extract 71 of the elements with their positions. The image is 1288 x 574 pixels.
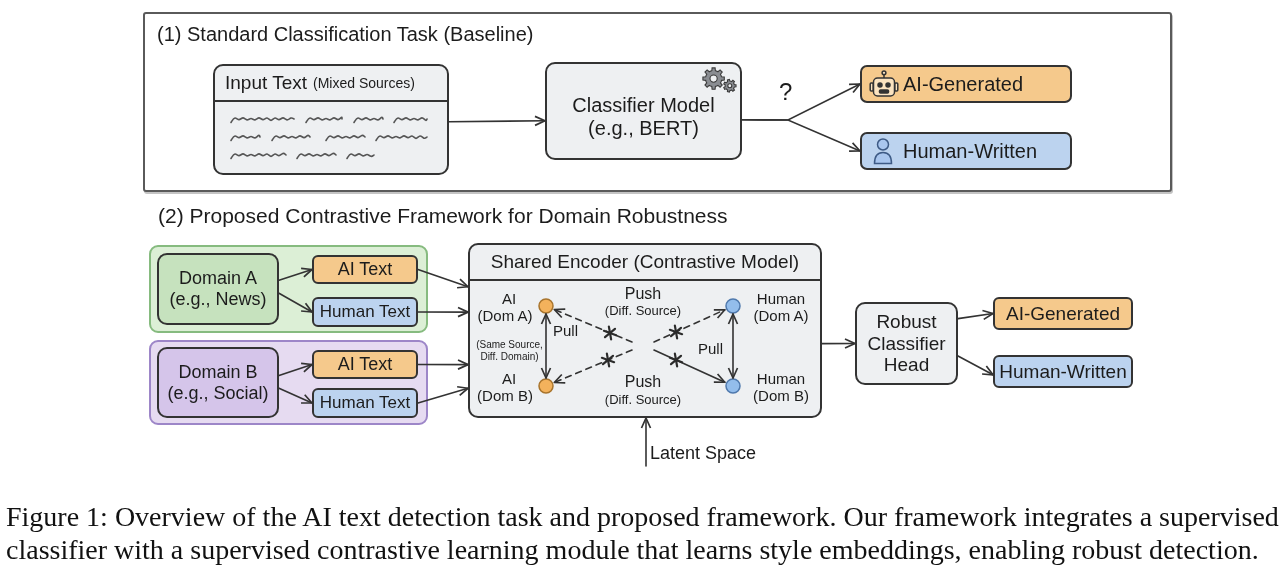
box-label: Robust Classifier Head bbox=[866, 310, 947, 377]
panel-heading: Shared Encoder (Contrastive Model) bbox=[490, 251, 800, 273]
card-subtitle: (Mixed Sources) bbox=[313, 74, 415, 92]
group-panel bbox=[149, 245, 428, 333]
edge-label: Pull bbox=[552, 323, 579, 339]
figure-caption: Figure 1: Overview of the AI text detection task and proposed framework. Our framework integrates a supervised classifier with a supervised contrastive learning module that learns style embeddings, enabling robust detection. bbox=[6, 500, 1280, 566]
box-label: Domain B (e.g., Social) bbox=[166, 361, 270, 404]
embedding-point bbox=[725, 298, 741, 314]
arrow bbox=[448, 115, 546, 127]
arrow bbox=[640, 417, 652, 467]
arrow bbox=[957, 309, 994, 321]
input-text-card bbox=[213, 64, 449, 175]
embedding-point bbox=[538, 378, 554, 394]
arrow bbox=[957, 355, 994, 376]
sample-box bbox=[312, 297, 418, 327]
domain-box bbox=[157, 347, 279, 418]
sample-box bbox=[312, 255, 418, 284]
arrow bbox=[741, 119, 861, 153]
sample-box bbox=[312, 388, 418, 418]
panel-frame bbox=[143, 12, 1172, 192]
arrow bbox=[417, 359, 469, 370]
arrow bbox=[278, 387, 313, 404]
point-label: AI (Dom A) bbox=[476, 290, 534, 325]
result-label: AI-Generated bbox=[903, 72, 1024, 96]
classifier-head-box bbox=[855, 302, 958, 385]
point-label: Human (Dom A) bbox=[752, 290, 810, 325]
box-label: AI Text bbox=[337, 354, 393, 375]
point-label: Human (Dom B) bbox=[752, 370, 810, 405]
sample-box bbox=[312, 350, 418, 379]
box-label: Human Text bbox=[319, 302, 411, 322]
embedding-point bbox=[725, 378, 741, 394]
card-title: Input Text bbox=[225, 72, 308, 94]
arrow bbox=[278, 292, 313, 313]
box-label: Human Text bbox=[319, 393, 411, 413]
arrow bbox=[417, 306, 469, 318]
result-label: Human-Written bbox=[903, 139, 1038, 163]
result-box bbox=[993, 297, 1133, 330]
push-label: Push bbox=[624, 373, 662, 392]
box-label: Domain A (e.g., News) bbox=[168, 268, 268, 310]
arrow bbox=[278, 267, 313, 282]
dashed-arrow bbox=[653, 308, 726, 343]
arrow bbox=[417, 268, 469, 289]
question-mark-text: ? bbox=[779, 78, 793, 106]
group-panel bbox=[149, 340, 428, 425]
dashed-arrow bbox=[553, 308, 633, 343]
model-box bbox=[545, 62, 742, 160]
push-note: (Diff. Source) bbox=[604, 393, 682, 408]
domain-box bbox=[157, 253, 279, 325]
embedding-point bbox=[538, 298, 554, 314]
section-heading: (2) Proposed Contrastive Framework for Domain Robustness bbox=[158, 204, 728, 229]
result-box bbox=[860, 132, 1072, 170]
result-label: AI-Generated bbox=[1005, 302, 1121, 325]
panel-heading: (1) Standard Classification Task (Baseline) bbox=[157, 23, 534, 46]
dashed-arrow bbox=[553, 349, 633, 384]
box-label: AI Text bbox=[337, 259, 393, 280]
edge-label: Pull bbox=[697, 341, 724, 357]
result-box bbox=[860, 65, 1072, 103]
encoder-panel bbox=[468, 243, 822, 418]
double-arrow bbox=[727, 313, 739, 379]
arrow bbox=[821, 338, 856, 349]
annotation-text: Latent Space bbox=[644, 441, 757, 466]
point-label: AI (Dom B) bbox=[476, 370, 534, 405]
result-label: Human-Written bbox=[999, 360, 1127, 383]
pull-note: (Same Source, Diff. Domain) bbox=[475, 339, 544, 362]
arrow bbox=[278, 362, 313, 377]
result-box bbox=[993, 355, 1133, 388]
push-label: Push bbox=[624, 285, 662, 304]
arrow bbox=[417, 385, 469, 404]
double-arrow bbox=[540, 313, 552, 379]
box-label: Classifier Model (e.g., BERT) bbox=[571, 94, 716, 140]
push-note: (Diff. Source) bbox=[604, 304, 682, 319]
